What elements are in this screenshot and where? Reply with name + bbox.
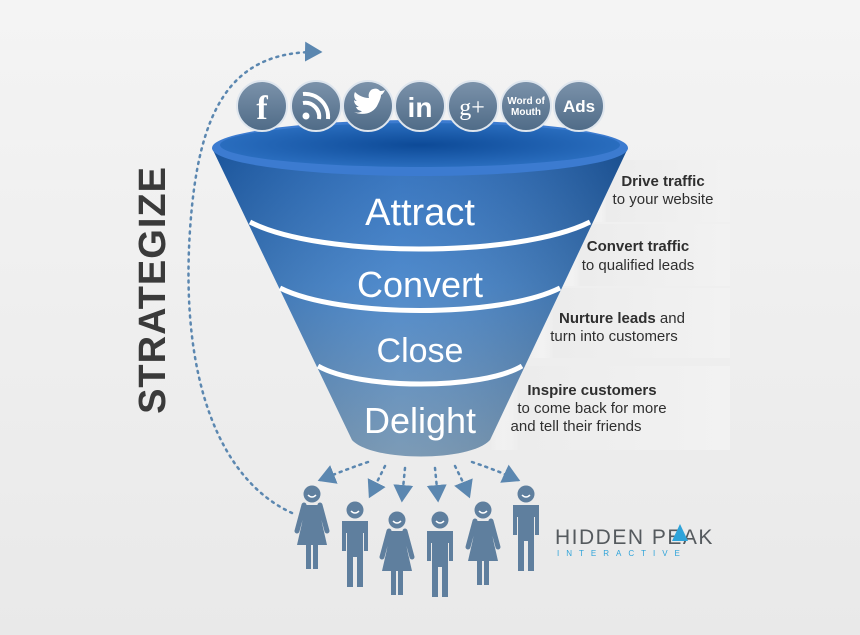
description-panels bbox=[490, 160, 730, 450]
desc-delight-rest: to come back for more bbox=[517, 400, 666, 417]
desc-close-rest: turn into customers bbox=[550, 328, 678, 345]
word-of-mouth-icon: Word of Mouth bbox=[500, 80, 552, 132]
brand-logo: HIDDEN PEAK INTERACTIVE bbox=[555, 524, 714, 558]
brand-name: HIDDEN PEAK bbox=[555, 526, 714, 549]
person-icon bbox=[427, 511, 453, 597]
svg-text:Word of: Word of bbox=[507, 96, 545, 107]
desc-close-bold: Nurture leads bbox=[559, 310, 656, 327]
svg-text:f: f bbox=[256, 90, 268, 127]
facebook-icon: f bbox=[236, 80, 288, 132]
stage-label-attract: Attract bbox=[365, 192, 475, 234]
svg-text:g+: g+ bbox=[459, 95, 485, 121]
desc-delight-rest2: and tell their friends bbox=[511, 418, 642, 435]
ads-icon: Ads bbox=[553, 80, 605, 132]
desc-convert-rest: to qualified leads bbox=[582, 257, 695, 274]
person-icon bbox=[513, 485, 539, 571]
stage-label-delight: Delight bbox=[364, 400, 476, 441]
desc-attract-rest: to your website bbox=[613, 191, 714, 208]
svg-text:Ads: Ads bbox=[563, 97, 595, 116]
svg-text:in: in bbox=[408, 92, 433, 123]
person-icon bbox=[465, 501, 501, 585]
funnel-output-arrows bbox=[317, 460, 521, 503]
desc-close-inline: and bbox=[656, 310, 685, 327]
desc-convert-bold: Convert traffic bbox=[587, 238, 690, 255]
strategize-label: STRATEGIZE bbox=[132, 166, 174, 414]
people-group bbox=[294, 485, 539, 597]
strategize-loop-arrow bbox=[187, 41, 323, 515]
person-icon bbox=[342, 501, 368, 587]
person-icon bbox=[379, 511, 415, 595]
social-icons: f in g+ Word of Mouth Ads bbox=[236, 80, 605, 132]
twitter-icon bbox=[342, 80, 394, 132]
stage-label-close: Close bbox=[377, 332, 464, 370]
rss-icon bbox=[290, 80, 342, 132]
svg-text:Mouth: Mouth bbox=[511, 107, 541, 118]
google-plus-icon: g+ bbox=[447, 80, 499, 132]
person-icon bbox=[294, 485, 330, 569]
peak-icon bbox=[672, 524, 688, 541]
stage-descriptions: Drive traffic to your website Convert tr… bbox=[511, 173, 714, 435]
stage-label-convert: Convert bbox=[357, 264, 483, 305]
desc-close-line1: Nurture leads and bbox=[559, 310, 685, 327]
desc-attract-bold: Drive traffic bbox=[621, 173, 704, 190]
brand-tagline: INTERACTIVE bbox=[557, 549, 687, 558]
desc-delight-bold: Inspire customers bbox=[527, 382, 656, 399]
funnel: Attract Convert Close Delight bbox=[212, 120, 628, 457]
linkedin-icon: in bbox=[394, 80, 446, 132]
